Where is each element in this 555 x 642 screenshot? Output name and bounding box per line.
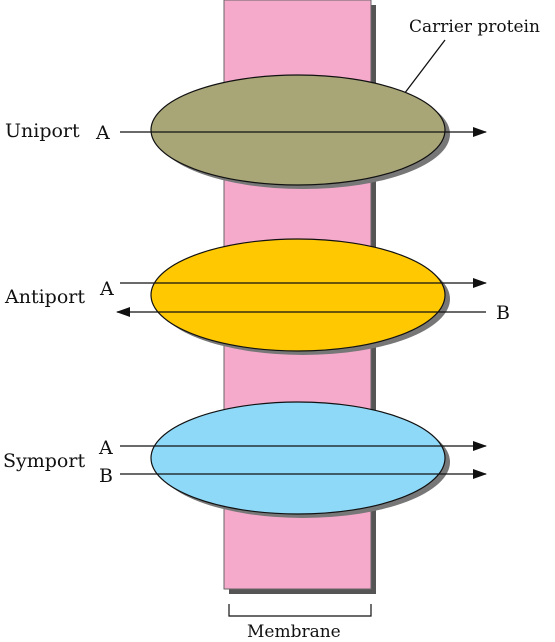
uniport-molecule-a-label: A xyxy=(95,122,110,144)
symport-molecule-a-label: A xyxy=(98,437,113,459)
membrane-bracket xyxy=(228,604,372,617)
antiport-carrier-protein xyxy=(150,238,446,352)
symport-carrier-protein xyxy=(150,401,446,515)
carrier-protein-pointer xyxy=(397,39,446,103)
antiport-molecule-b-label: B xyxy=(496,302,510,324)
membrane-label: Membrane xyxy=(247,622,341,642)
uniport-label: Uniport xyxy=(5,120,80,142)
antiport-molecule-a-label: A xyxy=(99,278,114,300)
carrier-protein-label: Carrier protein xyxy=(409,17,540,37)
symport-molecule-b-label: B xyxy=(99,465,113,487)
uniport-carrier-protein xyxy=(150,74,446,186)
symport-label: Symport xyxy=(3,450,85,472)
antiport-label: Antiport xyxy=(4,286,85,308)
